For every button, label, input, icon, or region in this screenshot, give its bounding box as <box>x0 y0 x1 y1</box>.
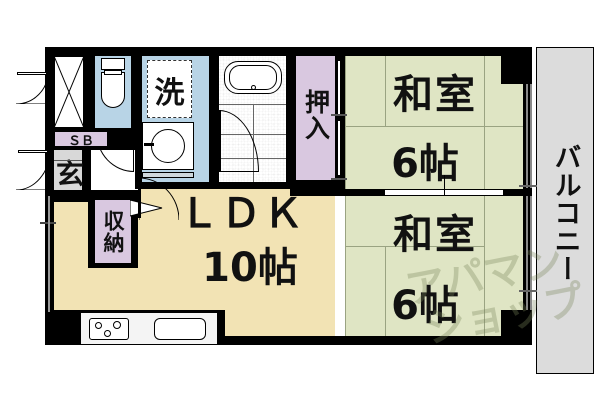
room-shuno <box>95 200 131 263</box>
burner-icon <box>113 321 121 329</box>
tatami-seam <box>345 246 485 247</box>
washing-machine-icon <box>147 60 192 118</box>
closet-cross-icon <box>54 56 84 128</box>
washroom-label: 洗 <box>154 76 185 111</box>
window-sash <box>530 84 532 188</box>
washroom-threshold[interactable] <box>142 172 194 178</box>
washitsu-top-corner-fill <box>501 84 523 189</box>
washitsu-top-label: 和室 <box>393 72 477 118</box>
bath-tile-line <box>219 104 286 105</box>
window-tick <box>519 185 537 187</box>
window-sash <box>526 196 528 310</box>
shuno-label: 収納 <box>101 210 125 254</box>
kitchen-sink-icon <box>154 318 206 340</box>
exterior-wall-bottom <box>45 336 532 345</box>
room-genkan <box>54 150 82 196</box>
wall-sash <box>48 196 50 312</box>
washbasin-bowl-icon <box>151 129 185 163</box>
window-sash <box>526 84 528 188</box>
washitsu-bottom-label: 和室 <box>393 212 477 258</box>
washitsu-bottom-corner-notch <box>501 310 523 336</box>
room-washitsu-bottom <box>345 196 523 336</box>
tatami-seam <box>484 56 485 189</box>
tatami-seam <box>345 56 346 189</box>
genkan-wall-left <box>45 147 54 197</box>
window-sash <box>530 196 532 310</box>
genkan-wall-right <box>82 147 91 197</box>
tatami-seam <box>385 246 386 336</box>
washitsu-bottom-size-label: 6帖 <box>391 283 459 329</box>
entry-closet-door-panel[interactable] <box>17 72 47 75</box>
hall-door-swing[interactable] <box>139 178 179 220</box>
stove-burner-icon <box>89 318 129 340</box>
oshiire-door-tick <box>331 114 347 116</box>
toilet-lid-icon <box>104 70 122 75</box>
oshiire-door-tick <box>331 178 347 180</box>
ldk-size-label: 10帖 <box>202 245 298 291</box>
hall-door-panel[interactable] <box>138 176 141 218</box>
genkan-label: 玄 <box>52 158 85 188</box>
tatami-seam <box>345 126 523 127</box>
room-balcony <box>536 47 594 374</box>
window-tick <box>519 290 537 292</box>
oshiire-sliding-door[interactable] <box>337 60 341 116</box>
tatami-seam <box>385 56 386 126</box>
toilet-seat-icon <box>101 72 125 108</box>
room-washitsu-top <box>345 56 523 189</box>
ldk-label: ＬＤＫ <box>179 191 305 237</box>
oshiire-sliding-door[interactable] <box>337 120 341 176</box>
balcony-label: バルコニー <box>549 143 581 283</box>
genkan-step-line <box>54 160 82 161</box>
bathtub-drain-icon <box>251 85 256 90</box>
bathroom-door-panel[interactable] <box>218 110 221 172</box>
entrance-door-panel[interactable] <box>18 150 48 153</box>
burner-icon <box>95 322 102 329</box>
shoebox-label: ＳＢ <box>67 133 94 149</box>
bath-tile-line <box>219 134 286 135</box>
entrance-door-swing[interactable] <box>16 150 50 190</box>
oshiire-label: 押入 <box>301 89 331 141</box>
tatami-seam <box>484 196 485 336</box>
washitsu-top-corner-notch <box>501 56 523 84</box>
burner-icon <box>104 330 111 337</box>
tatami-seam <box>345 196 346 336</box>
toilet-tank-icon <box>101 58 125 70</box>
room-oshiire <box>296 56 335 180</box>
fusuma-center-mark <box>444 175 445 211</box>
washbasin-faucet-icon <box>144 143 154 146</box>
washitsu-top-size-label: 6帖 <box>391 141 459 187</box>
entry-closet-door-swing[interactable] <box>16 72 48 104</box>
shoebox-box <box>54 131 108 147</box>
